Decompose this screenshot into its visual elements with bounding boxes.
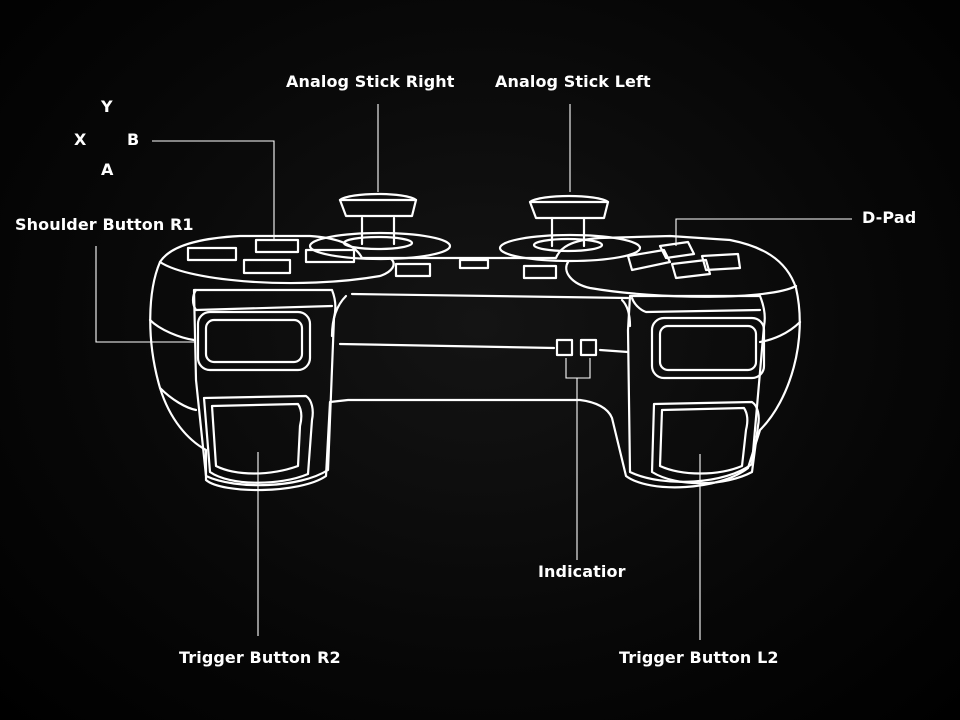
label-shoulder-button-r1: Shoulder Button R1 [15, 215, 194, 234]
right-trigger-block [626, 294, 766, 485]
d-pad-shape [626, 240, 742, 280]
analog-stick-right-shape [308, 192, 452, 261]
leader-lines [95, 104, 852, 640]
leader-face-buttons [152, 140, 275, 240]
label-trigger-button-l2: Trigger Button L2 [619, 648, 779, 667]
label-face-y: Y [101, 97, 113, 116]
analog-stick-left-shape [498, 194, 642, 263]
indicator-lights-shape [555, 338, 598, 357]
center-buttons-shape [394, 258, 558, 280]
trigger-button-l2-shape [650, 400, 760, 485]
label-face-b: B [127, 130, 140, 149]
label-trigger-button-r2: Trigger Button R2 [179, 648, 341, 667]
face-buttons-shape [186, 238, 356, 275]
leader-shoulder-r1 [95, 246, 196, 343]
shoulder-button-r1-shape [196, 310, 312, 372]
trigger-button-r2-shape [202, 394, 314, 484]
label-analog-stick-left: Analog Stick Left [495, 72, 651, 91]
label-face-x: X [74, 130, 87, 149]
left-trigger-block [191, 288, 337, 487]
label-face-a: A [101, 160, 114, 179]
label-d-pad: D-Pad [862, 208, 917, 227]
leader-indicator [565, 358, 591, 560]
leader-d-pad [675, 218, 852, 246]
label-indicator: Indicatior [538, 562, 626, 581]
label-analog-stick-right: Analog Stick Right [286, 72, 455, 91]
